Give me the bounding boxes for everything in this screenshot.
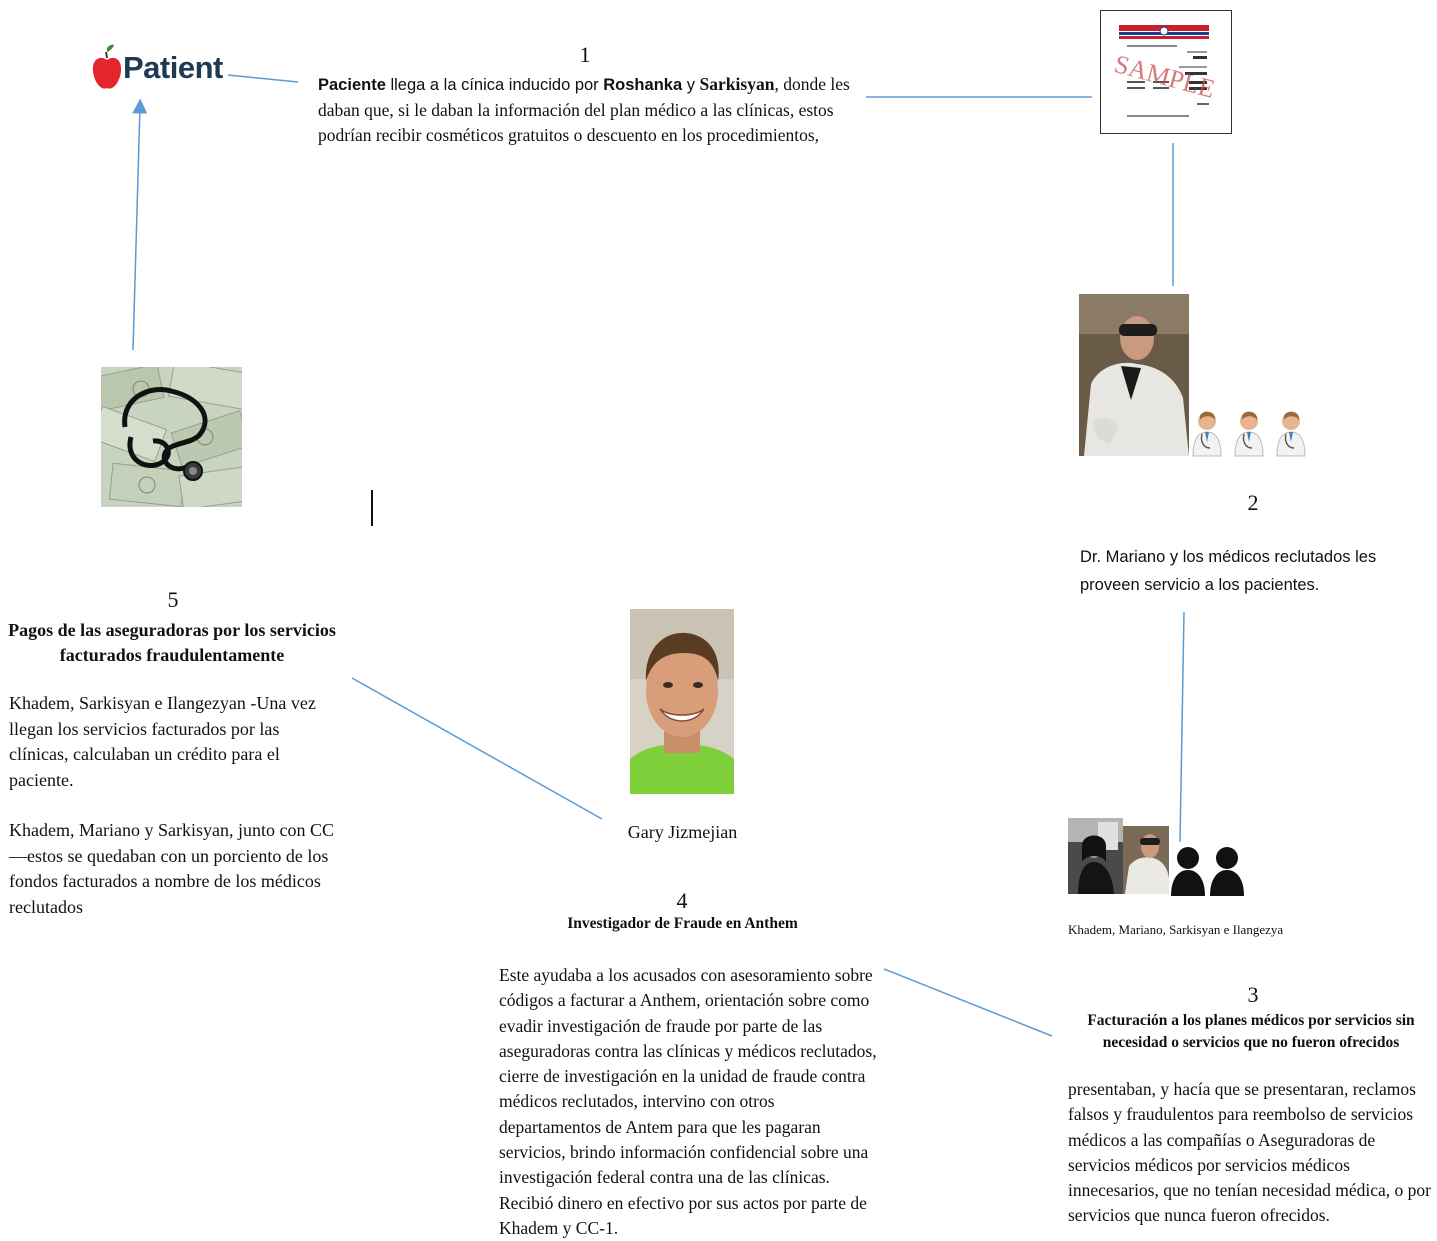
step-4-number: 4 — [676, 888, 688, 913]
step-3-number: 3 — [1247, 982, 1259, 1007]
doctor-avatar-icon — [1234, 411, 1264, 457]
connector-step3-step4 — [883, 968, 1053, 1037]
doctor-avatar-icon — [1276, 411, 1306, 457]
step-2-description: Dr. Mariano y los médicos reclutados les… — [1080, 548, 1377, 594]
person-photo — [1068, 818, 1123, 894]
arrow-money-to-patient — [132, 98, 148, 351]
person-photo — [630, 609, 734, 794]
step-5-body-2: Khadem, Mariano y Sarkisyan, junto con C… — [9, 820, 334, 917]
person-silhouette-icon — [1210, 847, 1244, 896]
apple-icon — [92, 44, 122, 89]
recruited-doctors-icons — [1190, 408, 1320, 460]
conspirators-group-image — [1068, 818, 1258, 898]
person-photo — [1123, 826, 1169, 894]
gary-name-label: Gary Jizmejian — [627, 822, 738, 842]
step-4-title: Investigador de Fraude en Anthem — [567, 915, 798, 932]
patient-logo: Patient — [88, 42, 228, 102]
step-1-number: 1 — [579, 42, 591, 67]
connector-patient-step1 — [227, 74, 299, 83]
step-3-title: Facturación a los planes médicos por ser… — [1087, 1012, 1415, 1051]
step-1-text-a: llega a la cínica inducido por — [385, 76, 604, 94]
step-1-bold-paciente: Paciente — [318, 76, 386, 94]
doctor-avatar-icon — [1192, 411, 1222, 457]
step-5-title: Pagos de las aseguradoras por los servic… — [8, 620, 336, 665]
connector-step2-group — [1179, 611, 1185, 843]
step-3-body: presentaban, y hacía que se presentaran,… — [1068, 1079, 1431, 1226]
step-1-text-b: y — [682, 76, 700, 94]
patient-logo-text: Patient — [123, 50, 223, 85]
insurance-card-image: SAMPLE — [1100, 10, 1232, 134]
step-5-body-1: Khadem, Sarkisyan e Ilangezyan -Una vez … — [9, 693, 316, 790]
step-1-text-c: , donde les daban que, si le daban la in… — [318, 74, 850, 145]
conspirators-caption: Khadem, Mariano, Sarkisyan e Ilangezya — [1068, 922, 1284, 937]
step-1-bold-roshanka: Roshanka — [603, 76, 683, 94]
step-1-description: Paciente llega a la cínica inducido por … — [318, 72, 858, 148]
step-2-number: 2 — [1247, 490, 1259, 515]
person-silhouette-icon — [1171, 847, 1205, 896]
money-stethoscope-image — [101, 367, 242, 507]
connector-gary-step5 — [351, 677, 603, 820]
doctor-photo — [1079, 294, 1189, 456]
step-1-bold-sarkisyan: Sarkisyan — [699, 74, 775, 94]
text-cursor — [371, 490, 373, 526]
step-4-body: Este ayudaba a los acusados con asesoram… — [499, 965, 877, 1238]
step-5-number: 5 — [167, 587, 179, 612]
